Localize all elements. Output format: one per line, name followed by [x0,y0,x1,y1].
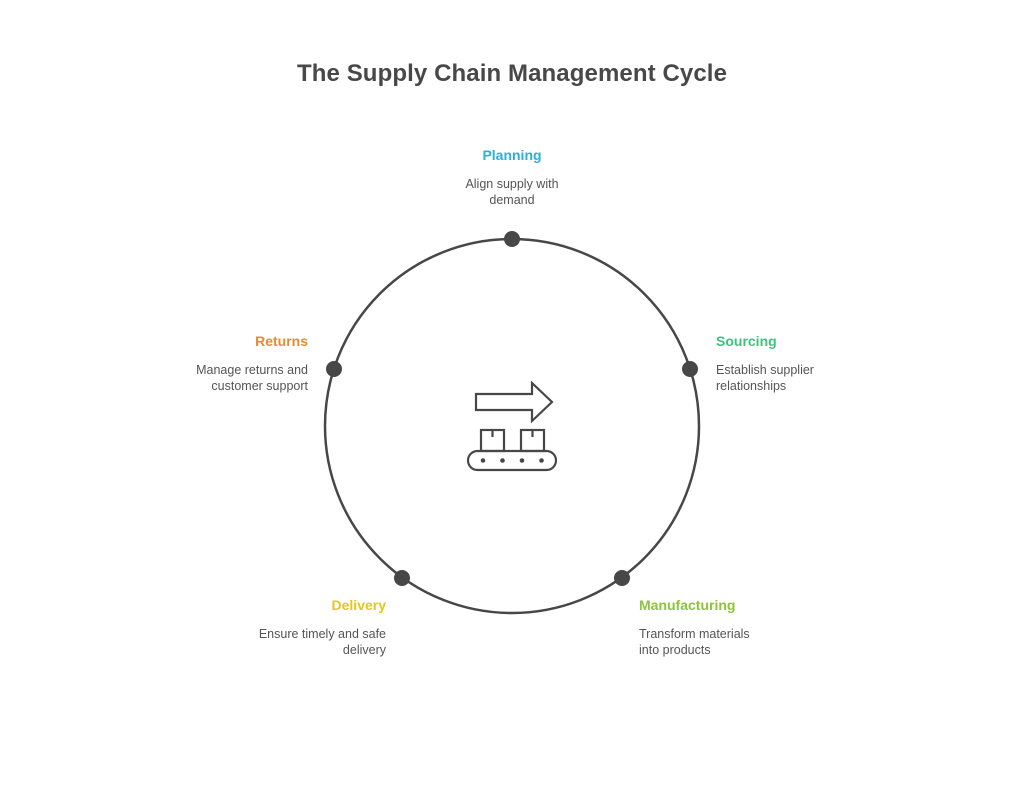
step-returns: Returns Manage returns and customer supp… [148,332,308,394]
step-description: Align supply with demand [465,177,559,207]
step-planning: Planning Align supply with demand [432,146,592,208]
cycle-ring [323,237,701,615]
node-returns [326,361,342,377]
step-label: Sourcing [716,333,777,349]
conveyor-belt-icon [466,449,558,472]
step-label: Planning [482,147,542,163]
step-description: Transform materials into products [639,627,750,657]
node-sourcing [682,361,698,377]
step-label: Returns [255,333,308,349]
step-delivery: Delivery Ensure timely and safe delivery [226,596,386,658]
diagram-title: The Supply Chain Management Cycle [296,60,728,87]
step-description: Establish supplier relationships [716,363,814,393]
step-manufacturing: Manufacturing Transform materials into p… [639,596,799,658]
step-description: Manage returns and customer support [196,363,308,393]
node-manufacturing [614,570,630,586]
step-label: Manufacturing [639,597,736,613]
conveyor-belt-with-arrow-icon [466,380,558,472]
node-planning [504,231,520,247]
node-delivery [394,570,410,586]
step-sourcing: Sourcing Establish supplier relationship… [716,332,876,394]
arrow-right-icon [474,380,554,424]
step-label: Delivery [331,597,386,613]
step-description: Ensure timely and safe delivery [258,627,386,657]
